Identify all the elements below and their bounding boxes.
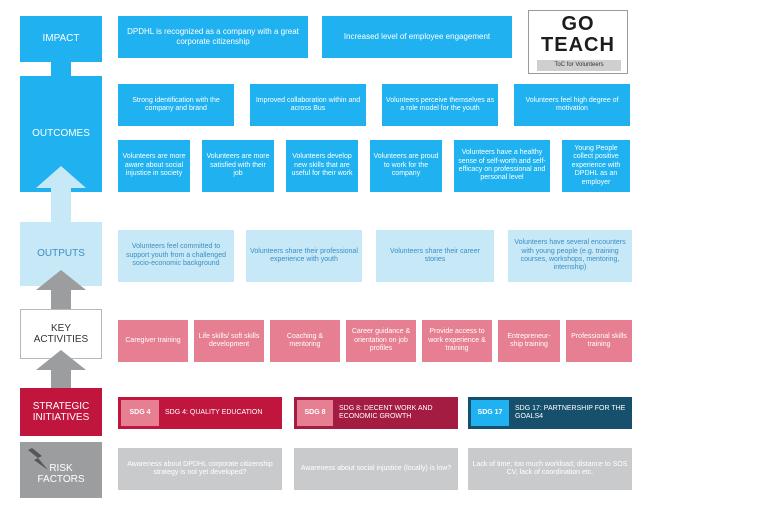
impact-box: Increased level of employee engagement bbox=[322, 16, 512, 58]
sdg-8-bar: SDG 8 SDG 8: DECENT WORK AND ECONOMIC GR… bbox=[294, 397, 458, 429]
sdg-text: SDG 4: QUALITY EDUCATION bbox=[165, 408, 263, 416]
go-teach-logo: GO TEACH ToC for Volunteers bbox=[528, 10, 628, 74]
risk-box: Awareness about DPDHL corporate citizens… bbox=[118, 448, 282, 490]
activity-box: Entrepreneur-ship training bbox=[498, 320, 560, 362]
level-outputs-label: OUTPUTS bbox=[37, 248, 85, 260]
activity-box: Provide access to work experience & trai… bbox=[422, 320, 492, 362]
sdg-4-tag: SDG 4 bbox=[121, 400, 159, 426]
activity-box: Life skills/ soft skills development bbox=[194, 320, 264, 362]
level-activities-label-2: ACTIVITIES bbox=[33, 334, 89, 345]
outcome-text: Volunteers are proud to work for the com… bbox=[373, 153, 439, 178]
level-risk: RISK FACTORS bbox=[20, 442, 102, 498]
outcome-box: Strong identification with the company a… bbox=[118, 84, 234, 126]
sdg-tag-text: SDG 8 bbox=[304, 408, 326, 416]
sdg-text: SDG 8: DECENT WORK AND ECONOMIC GROWTH bbox=[339, 404, 433, 420]
logo-teach: TEACH bbox=[541, 34, 615, 56]
impact-text: DPDHL is recognized as a company with a … bbox=[127, 27, 299, 46]
outcome-text: Volunteers develop new skills that are u… bbox=[291, 153, 353, 178]
outcome-text: Volunteers are more aware about social i… bbox=[122, 153, 186, 178]
level-risk-label-2: FACTORS bbox=[37, 474, 85, 485]
level-strategic: STRATEGIC INITIATIVES bbox=[20, 388, 102, 436]
sdg-text: SDG 17: PARTNERSHIP FOR THE GOALS4 bbox=[515, 404, 626, 420]
activity-box: Career guidance & orientation on job pro… bbox=[346, 320, 416, 362]
outcome-box: Volunteers are more satisfied with their… bbox=[202, 140, 274, 192]
activity-box: Caregiver training bbox=[118, 320, 188, 362]
level-impact: IMPACT bbox=[20, 16, 102, 62]
level-risk-label-1: RISK bbox=[49, 462, 73, 474]
sdg-8-tag: SDG 8 bbox=[297, 400, 333, 426]
level-outcomes-label: OUTCOMES bbox=[32, 128, 90, 140]
outcome-text: Young People collect positive experience… bbox=[571, 145, 621, 186]
activity-text: Life skills/ soft skills development bbox=[198, 332, 260, 348]
outcome-text: Strong identification with the company a… bbox=[132, 96, 220, 112]
activity-text: Career guidance & orientation on job pro… bbox=[351, 328, 411, 353]
output-text: Volunteers feel committed to support you… bbox=[125, 243, 226, 268]
sdg-4-label: SDG 4: QUALITY EDUCATION bbox=[162, 397, 280, 429]
activity-text: Entrepreneur-ship training bbox=[507, 332, 551, 348]
output-text: Volunteers have several encounters with … bbox=[514, 239, 626, 272]
activity-text: Professional skills training bbox=[571, 332, 627, 348]
outcome-text: Volunteers perceive themselves as a role… bbox=[385, 96, 495, 112]
outcome-text: Improved collaboration within and across… bbox=[255, 96, 361, 112]
activity-box: Professional skills training bbox=[566, 320, 632, 362]
output-text: Volunteers share their career stories bbox=[390, 247, 480, 263]
risk-text: Awareness about DPDHL corporate citizens… bbox=[127, 460, 273, 476]
activities-outputs-arrow bbox=[36, 270, 86, 314]
impact-text: Increased level of employee engagement bbox=[343, 32, 491, 42]
sdg-4-bar: SDG 4 SDG 4: QUALITY EDUCATION bbox=[118, 397, 282, 429]
outcome-box: Young People collect positive experience… bbox=[562, 140, 630, 192]
outcome-text: Volunteers are more satisfied with their… bbox=[206, 153, 270, 178]
risk-text: Lack of time; too much workload; distanc… bbox=[472, 460, 628, 476]
outcome-box: Volunteers perceive themselves as a role… bbox=[382, 84, 498, 126]
level-strategic-label-2: INITIATIVES bbox=[32, 412, 90, 423]
output-box: Volunteers feel committed to support you… bbox=[118, 230, 234, 282]
outcome-box: Improved collaboration within and across… bbox=[250, 84, 366, 126]
activity-text: Coaching & mentoring bbox=[286, 332, 324, 348]
outcome-text: Volunteers feel high degree of motivatio… bbox=[525, 96, 619, 112]
activity-box: Coaching & mentoring bbox=[270, 320, 340, 362]
output-text: Volunteers share their professional expe… bbox=[250, 247, 358, 263]
impact-box: DPDHL is recognized as a company with a … bbox=[118, 16, 308, 58]
sdg-tag-text: SDG 17 bbox=[477, 408, 503, 416]
risk-box: Awareness about social injustice (locall… bbox=[294, 448, 458, 490]
output-box: Volunteers share their career stories bbox=[376, 230, 494, 282]
activity-text: Caregiver training bbox=[125, 336, 181, 344]
level-activities-label-1: KEY bbox=[50, 322, 71, 334]
sdg-8-label: SDG 8: DECENT WORK AND ECONOMIC GROWTH bbox=[336, 397, 456, 429]
lightning-icon bbox=[28, 448, 48, 470]
level-strategic-label-1: STRATEGIC bbox=[32, 400, 90, 412]
outcome-box: Volunteers feel high degree of motivatio… bbox=[514, 84, 630, 126]
risk-text: Awareness about social injustice (locall… bbox=[300, 464, 452, 472]
level-impact-label: IMPACT bbox=[42, 33, 80, 45]
logo-go: GO bbox=[561, 13, 595, 35]
sdg-tag-text: SDG 4 bbox=[129, 408, 151, 416]
sdg-17-label: SDG 17: PARTNERSHIP FOR THE GOALS4 bbox=[512, 397, 630, 429]
strategic-activities-arrow bbox=[36, 350, 86, 392]
outputs-outcomes-arrow bbox=[36, 166, 86, 226]
outcome-box: Volunteers have a healthy sense of self-… bbox=[454, 140, 550, 192]
logo-caption: ToC for Volunteers bbox=[537, 60, 621, 71]
risk-box: Lack of time; too much workload; distanc… bbox=[468, 448, 632, 490]
output-box: Volunteers share their professional expe… bbox=[246, 230, 362, 282]
outcome-box: Volunteers develop new skills that are u… bbox=[286, 140, 358, 192]
sdg-17-tag: SDG 17 bbox=[471, 400, 509, 426]
outcome-text: Volunteers have a healthy sense of self-… bbox=[458, 149, 546, 182]
outcome-box: Volunteers are more aware about social i… bbox=[118, 140, 190, 192]
activity-text: Provide access to work experience & trai… bbox=[428, 328, 486, 353]
outcome-box: Volunteers are proud to work for the com… bbox=[370, 140, 442, 192]
output-box: Volunteers have several encounters with … bbox=[508, 230, 632, 282]
sdg-17-bar: SDG 17 SDG 17: PARTNERSHIP FOR THE GOALS… bbox=[468, 397, 632, 429]
